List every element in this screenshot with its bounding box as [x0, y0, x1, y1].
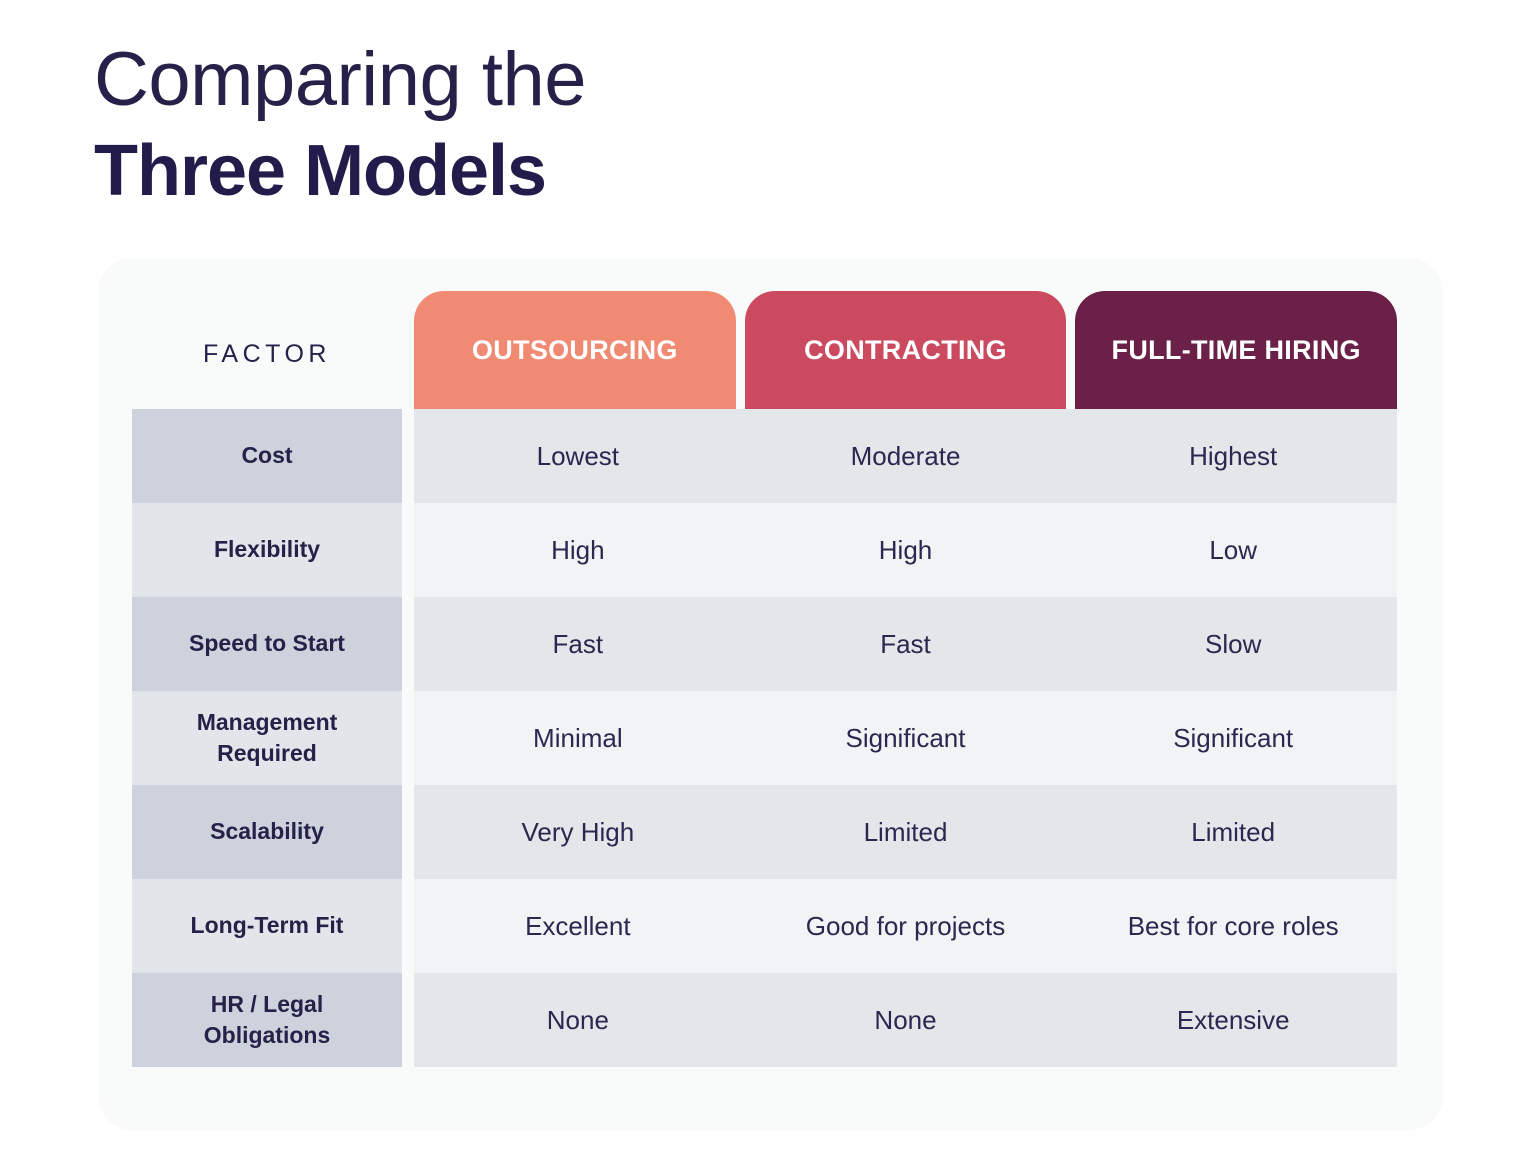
cell-flexibility-full-time-hiring: Low	[1209, 534, 1258, 565]
table-row: HR / Legal Obligations None None Extensi…	[132, 973, 1397, 1067]
row-label-line-1: Cost	[241, 442, 293, 469]
table-body: Cost Lowest Moderate Highest Flexibility…	[132, 409, 1397, 1067]
header-pill-full-time-hiring-label: FULL-TIME HIRING	[1111, 334, 1361, 365]
cell-cost-contracting: Moderate	[850, 440, 961, 471]
row-label-line-1: Speed to Start	[189, 630, 345, 657]
cell-management-required-outsourcing: Minimal	[533, 722, 623, 753]
cell-flexibility-outsourcing: High	[551, 534, 605, 565]
cell-hr-legal-obligations-contracting: None	[874, 1004, 937, 1035]
row-values: Fast Fast Slow	[414, 597, 1397, 691]
column-gap	[402, 503, 414, 597]
column-gap	[402, 785, 414, 879]
row-label-line-2: Obligations	[203, 1022, 331, 1048]
title-line-1: Comparing the	[94, 37, 587, 122]
table-header-row: FACTOR OUTSOURCING CONTRACTING FULL-TIME…	[132, 291, 1398, 409]
cell-speed-to-start-outsourcing: Fast	[552, 628, 604, 659]
column-gap	[402, 409, 414, 503]
row-label-flexibility: Flexibility	[132, 503, 402, 597]
row-values: Lowest Moderate Highest	[414, 409, 1397, 503]
cell-speed-to-start-full-time-hiring: Slow	[1205, 628, 1262, 659]
cell-management-required-full-time-hiring: Significant	[1173, 722, 1294, 753]
cell-long-term-fit-full-time-hiring: Best for core roles	[1127, 910, 1339, 941]
row-label-line-1: Long-Term Fit	[190, 912, 344, 939]
table-row: Cost Lowest Moderate Highest	[132, 409, 1397, 503]
cell-hr-legal-obligations-full-time-hiring: Extensive	[1176, 1004, 1290, 1035]
column-gap	[402, 973, 414, 1067]
row-values: Very High Limited Limited	[414, 785, 1397, 879]
row-label-management-required: Management Required	[132, 691, 402, 785]
row-label-line-1: Scalability	[210, 818, 324, 845]
row-values: Excellent Good for projects Best for cor…	[414, 879, 1397, 973]
cell-scalability-outsourcing: Very High	[521, 816, 635, 847]
header-pill-outsourcing-label: OUTSOURCING	[471, 334, 678, 365]
factor-column-header: FACTOR	[203, 340, 331, 368]
column-gap	[402, 691, 414, 785]
cell-hr-legal-obligations-outsourcing: None	[546, 1004, 609, 1035]
header-pill-contracting-label: CONTRACTING	[804, 334, 1007, 365]
row-label-cost: Cost	[132, 409, 402, 503]
cell-scalability-contracting: Limited	[863, 816, 948, 847]
cell-management-required-contracting: Significant	[845, 722, 966, 753]
row-label-speed-to-start: Speed to Start	[132, 597, 402, 691]
header-pill-contracting[interactable]: CONTRACTING	[744, 291, 1067, 409]
header-pill-full-time-hiring[interactable]: FULL-TIME HIRING	[1075, 291, 1398, 409]
table-row: Long-Term Fit Excellent Good for project…	[132, 879, 1397, 973]
row-label-scalability: Scalability	[132, 785, 402, 879]
cell-flexibility-contracting: High	[878, 534, 933, 565]
table-row: Management Required Minimal Significant …	[132, 691, 1397, 785]
row-label-line-2: Required	[217, 740, 317, 766]
row-label-line-1: Management	[196, 708, 338, 735]
model-header-pills: OUTSOURCING CONTRACTING FULL-TIME HIRING	[414, 291, 1398, 409]
header-pill-outsourcing[interactable]: OUTSOURCING	[414, 291, 736, 409]
table-row: Flexibility High High Low	[132, 503, 1397, 597]
comparison-card: FACTOR OUTSOURCING CONTRACTING FULL-TIME…	[98, 258, 1443, 1130]
table-row: Speed to Start Fast Fast Slow	[132, 597, 1397, 691]
column-gap	[402, 597, 414, 691]
cell-cost-outsourcing: Lowest	[536, 440, 620, 471]
cell-scalability-full-time-hiring: Limited	[1191, 816, 1276, 847]
title-line-2: Three Models	[94, 131, 547, 211]
comparison-table: FACTOR OUTSOURCING CONTRACTING FULL-TIME…	[132, 291, 1398, 1067]
cell-cost-full-time-hiring: Highest	[1189, 440, 1278, 471]
column-gap	[402, 879, 414, 973]
row-values: None None Extensive	[414, 973, 1397, 1067]
row-label-long-term-fit: Long-Term Fit	[132, 879, 402, 973]
table-row: Scalability Very High Limited Limited	[132, 785, 1397, 879]
row-label-hr-legal-obligations: HR / Legal Obligations	[132, 973, 402, 1067]
row-values: Minimal Significant Significant	[414, 691, 1397, 785]
cell-long-term-fit-outsourcing: Excellent	[525, 910, 631, 941]
row-label-line-1: Flexibility	[213, 536, 321, 563]
cell-speed-to-start-contracting: Fast	[880, 628, 931, 659]
row-values: High High Low	[414, 503, 1397, 597]
row-label-line-1: HR / Legal	[210, 990, 324, 1017]
cell-long-term-fit-contracting: Good for projects	[805, 910, 1006, 941]
page-title: Comparing the Three Models	[94, 42, 994, 210]
